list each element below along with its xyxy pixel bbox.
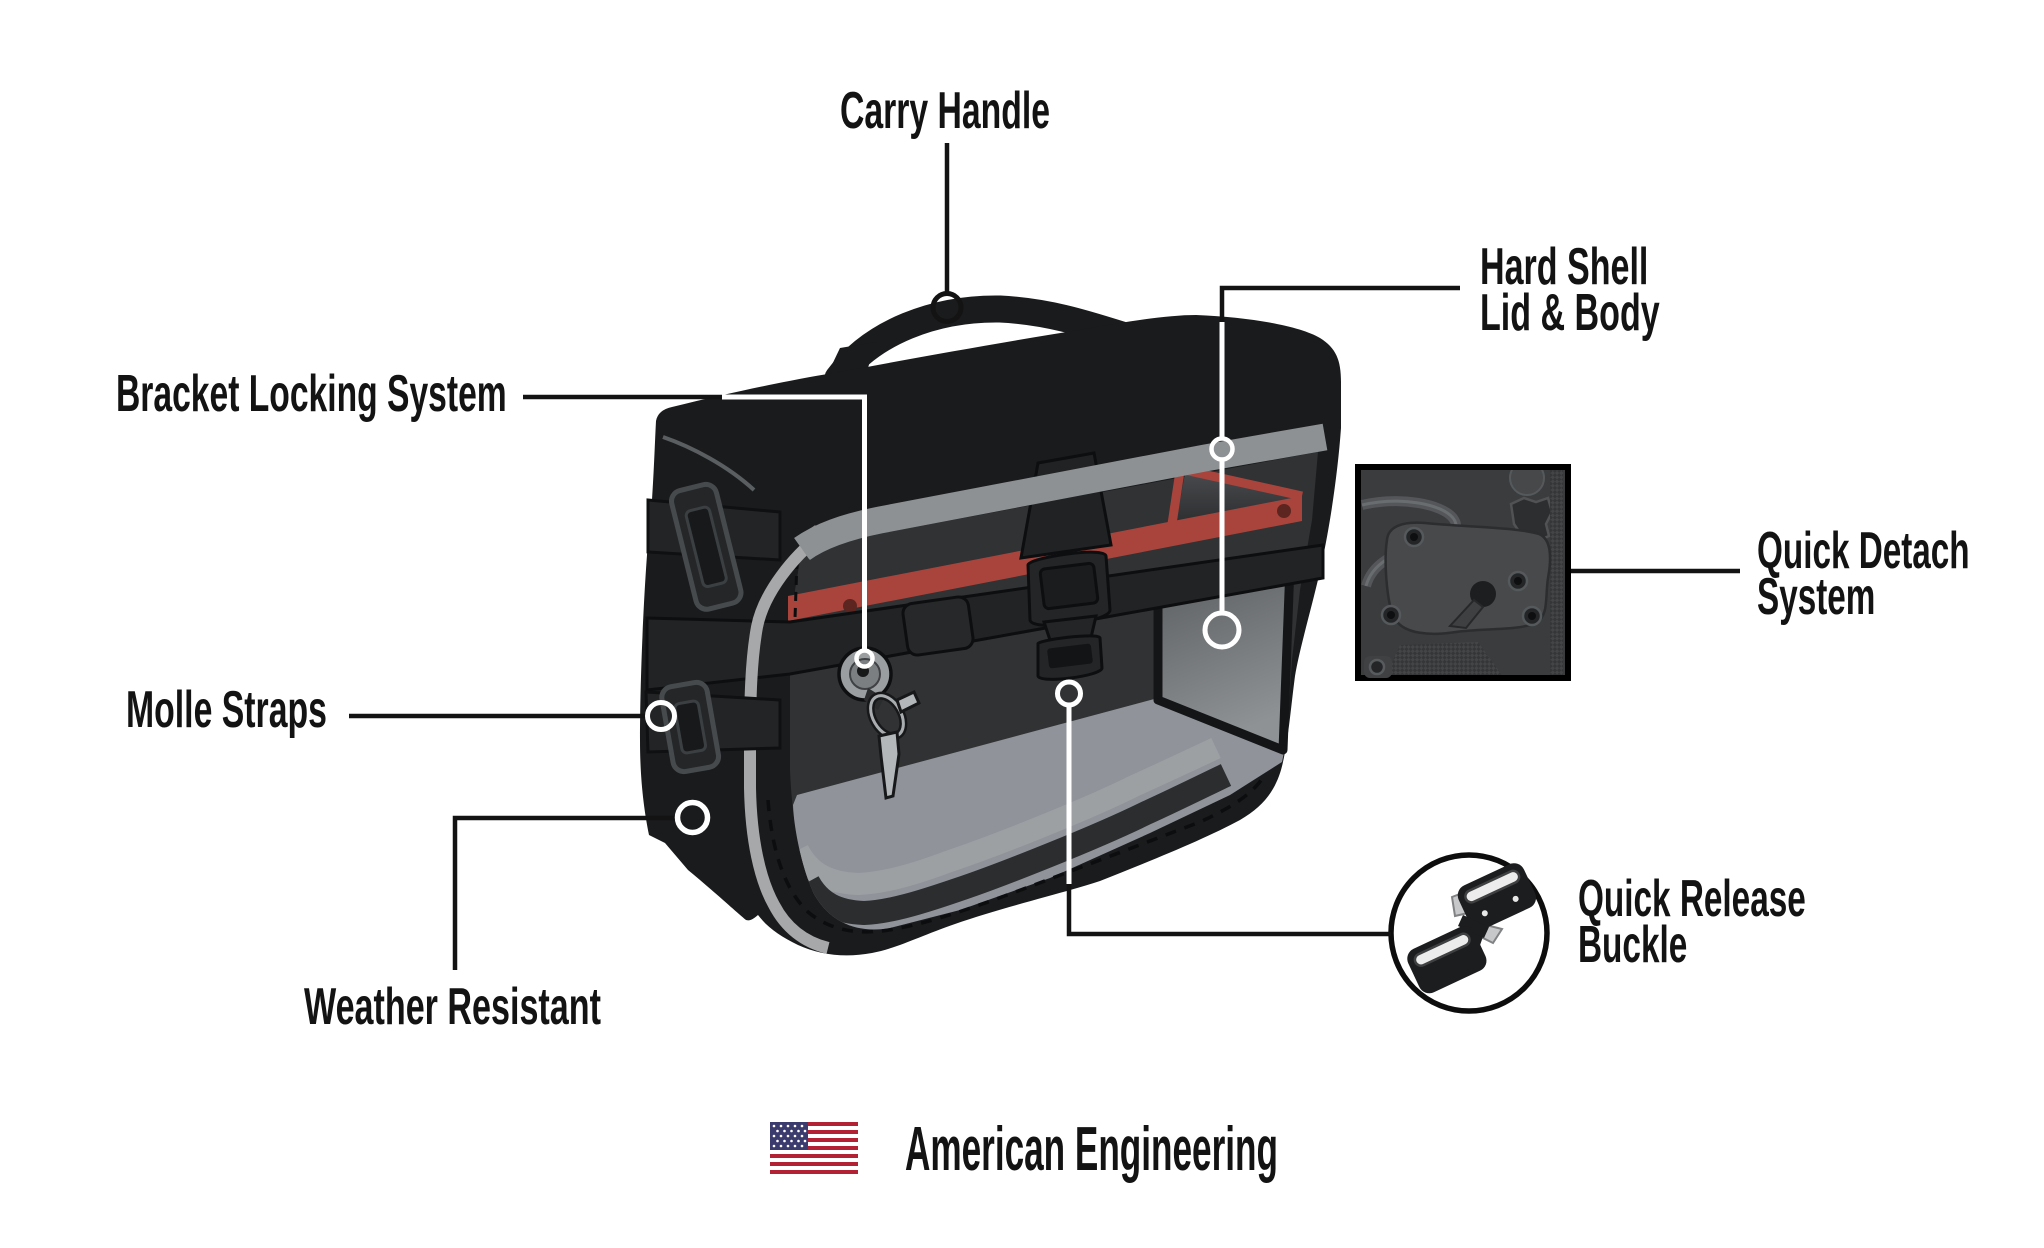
svg-text:System: System <box>1757 568 1875 626</box>
svg-text:Weather Resistant: Weather Resistant <box>304 978 601 1036</box>
svg-text:Molle Straps: Molle Straps <box>126 681 327 739</box>
svg-text:Buckle: Buckle <box>1578 916 1687 974</box>
svg-text:Hard Shell: Hard Shell <box>1480 238 1648 296</box>
svg-text:Quick Release: Quick Release <box>1578 870 1806 928</box>
svg-text:Quick Detach: Quick Detach <box>1757 522 1970 580</box>
svg-text:Lid & Body: Lid & Body <box>1480 284 1660 342</box>
svg-text:Carry Handle: Carry Handle <box>840 82 1050 140</box>
svg-text:Bracket Locking System: Bracket Locking System <box>116 365 507 423</box>
svg-text:American Engineering: American Engineering <box>905 1113 1278 1183</box>
